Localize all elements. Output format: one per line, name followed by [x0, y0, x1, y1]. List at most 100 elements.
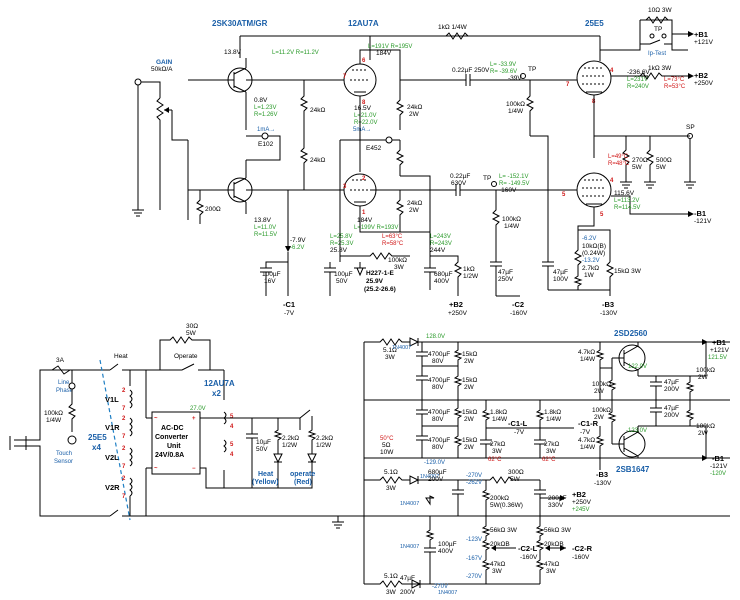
rail-bm1-name: -B1	[694, 209, 706, 218]
conv-l2: Converter	[155, 434, 188, 441]
resistor-200	[195, 190, 205, 224]
svg-text:V2L: V2L	[105, 453, 119, 462]
heat-switch-linkage	[99, 359, 131, 521]
resistor-24k-a	[299, 80, 309, 130]
svg-text:100kΩ: 100kΩ	[592, 407, 611, 414]
r100k-a-w: 1/4W	[508, 108, 524, 115]
rail-b2-name: +B2	[694, 71, 708, 80]
cap022b-r: 630V	[451, 180, 467, 187]
svg-text:15kΩ: 15kΩ	[462, 351, 477, 358]
v270c: -270V	[432, 584, 448, 590]
ob3-v: -130V	[594, 480, 612, 487]
svg-text:80V: 80V	[432, 358, 444, 365]
r270-v: 270Ω	[632, 157, 648, 164]
r100k3w-w: 3W	[394, 264, 405, 271]
heat-switch-icon[interactable]	[109, 363, 160, 371]
resistor-100k-a	[525, 80, 535, 136]
resistor-500	[645, 136, 655, 176]
pin-5b: 5	[600, 212, 604, 218]
cap-10uf	[246, 418, 258, 488]
r30-v: 30Ω	[186, 323, 198, 330]
tube1-l: L=21.0V	[354, 113, 377, 119]
heat-label: Heat	[114, 353, 128, 360]
operate-switch-icon[interactable]	[160, 363, 224, 371]
svg-text:1N4007: 1N4007	[438, 590, 457, 596]
svg-text:5: 5	[230, 442, 234, 448]
svg-text:2W: 2W	[594, 414, 605, 421]
tp1-tp: TP	[528, 66, 536, 73]
svg-text:47µF: 47µF	[664, 379, 679, 386]
resistor-2k2-a	[273, 418, 283, 448]
svg-text:2W: 2W	[464, 444, 475, 451]
r51a-v: 5.1Ω	[383, 347, 397, 354]
touch-2: Sensor	[54, 459, 73, 465]
v270: -270V	[466, 473, 482, 479]
tube1-lr: L=191V R=195V	[368, 44, 412, 50]
svg-text:1/4W: 1/4W	[492, 416, 508, 423]
v1220: 122.0V	[628, 364, 647, 370]
pin-6: 6	[362, 58, 366, 64]
t2sb-label: 2SB1647	[616, 465, 650, 474]
ob2-g: +245V	[572, 507, 590, 513]
fet-title: 2SK30ATM/GR	[212, 19, 268, 28]
b2-name: +B2	[449, 300, 463, 309]
ip-test-tp-icon[interactable]	[649, 33, 655, 39]
diode-1n4007-c	[425, 495, 435, 506]
svg-text:1/4W: 1/4W	[580, 444, 596, 451]
pl-l: L=113.2V	[614, 198, 639, 204]
heater-v2r: V2R 27	[105, 476, 133, 500]
resistor-300	[489, 476, 540, 484]
svg-text:15kΩ: 15kΩ	[462, 409, 477, 416]
fet-lower-r: R=11.5V	[254, 232, 277, 238]
tp2-r: R= -149.5V	[499, 181, 530, 187]
led-op-l2: (Red)	[294, 479, 312, 486]
c2l-divider	[481, 516, 491, 584]
ground-icon	[132, 209, 144, 217]
iptest-r: 10Ω 3W	[648, 7, 673, 14]
fet-upper-v1: 13.8V	[224, 49, 242, 56]
conv-l3: Unit	[167, 443, 181, 450]
fuse-icon	[51, 365, 71, 375]
svg-text:80V: 80V	[432, 444, 444, 451]
c47b-v: 47µF	[400, 575, 415, 582]
iptest-label: Ip-Test	[648, 51, 666, 57]
ob1-v: +121V	[710, 347, 730, 354]
pot-10k[interactable]	[573, 230, 583, 276]
led-heat-l1: Heat	[258, 471, 274, 478]
cap-100uf-16v	[260, 252, 289, 296]
power-tube-lower-icon	[576, 172, 612, 208]
resistor-5-1-a	[364, 338, 410, 346]
v128: 128.0V	[426, 334, 445, 340]
neg62: -6.2V	[290, 245, 304, 251]
v27-label: 27.0V	[190, 406, 206, 412]
ma-right-label: 5mA→	[353, 127, 371, 133]
svg-text:V1L: V1L	[105, 395, 119, 404]
svg-text:4: 4	[230, 452, 234, 458]
pu-tl: L=73°C	[664, 77, 685, 83]
pin-4b: 4	[610, 178, 614, 184]
c1l-v: -7V	[514, 429, 525, 436]
b3-v: -130V	[600, 310, 618, 317]
tp2-icon[interactable]	[491, 181, 497, 187]
r24k-a-label: 24kΩ	[310, 107, 325, 114]
touch-sensor-icon[interactable]	[67, 435, 77, 445]
resistor-100k-b	[491, 190, 501, 244]
cap680-v: 680µF	[434, 271, 453, 278]
svg-text:62°C: 62°C	[542, 457, 556, 463]
touch-r-v: 100kΩ	[44, 410, 63, 417]
v123: -123V	[466, 537, 482, 543]
tube2-w: 2W	[409, 207, 420, 214]
tp1-l: L= -33.9V	[490, 62, 516, 68]
svg-text:62°C: 62°C	[488, 457, 502, 463]
fet-upper-r: R=1.26V	[254, 112, 278, 118]
speaker-terminal-icon[interactable]	[687, 133, 693, 139]
svg-text:4700µF: 4700µF	[428, 377, 450, 384]
tp1-icon[interactable]	[520, 73, 526, 79]
cap47a-r: 250V	[498, 276, 514, 283]
svg-text:3W: 3W	[492, 568, 503, 575]
e452-icon	[385, 136, 393, 144]
temp50-r: 5Ω	[382, 442, 391, 449]
ip-test-switch-icon[interactable]	[640, 39, 672, 45]
b2-label-v: +250V	[448, 310, 468, 317]
